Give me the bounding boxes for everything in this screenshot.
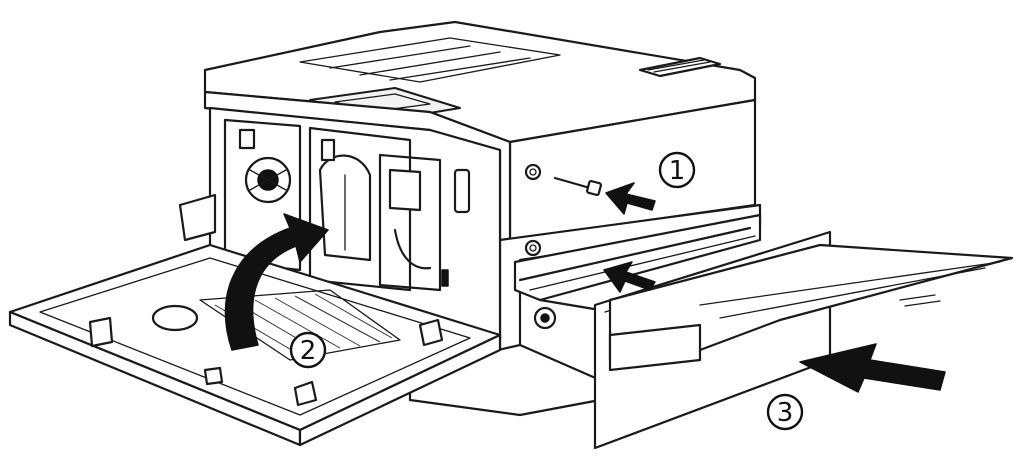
arrow-pointing-left-icon-secondary: [603, 261, 656, 293]
duplex-unit: [513, 213, 1014, 450]
cover-clip-left: [88, 316, 114, 348]
screw: [553, 176, 602, 196]
interior-contact: [441, 269, 449, 287]
output-tray: [299, 37, 561, 83]
interior-latch: [238, 128, 256, 150]
callout-3: 3: [766, 393, 804, 431]
screw-hole-lower: [524, 239, 542, 257]
callout-2: 2: [289, 331, 327, 369]
callout-1: 1: [658, 151, 696, 189]
printer-body: [203, 20, 762, 417]
cover-clip-bottom: [293, 380, 318, 407]
cover-hinge-arm: [178, 193, 217, 242]
callout-1-label: 1: [669, 156, 686, 186]
interior-slot: [453, 168, 471, 214]
arrow-pointing-left-icon-large: [799, 343, 946, 393]
screw-hole-upper: [524, 163, 542, 181]
callout-2-label: 2: [300, 336, 317, 366]
cover-clip-right: [418, 318, 444, 347]
duplex-tray-handle: [608, 323, 702, 372]
curved-arrow-up-icon: [224, 213, 329, 351]
cartridge-handle: [320, 138, 336, 162]
vent-grille: [638, 56, 722, 78]
drum-gear: [244, 156, 292, 204]
callout-3-label: 3: [777, 398, 794, 428]
cover-recess: [151, 304, 199, 332]
arrow-pointing-left-icon: [605, 182, 656, 215]
